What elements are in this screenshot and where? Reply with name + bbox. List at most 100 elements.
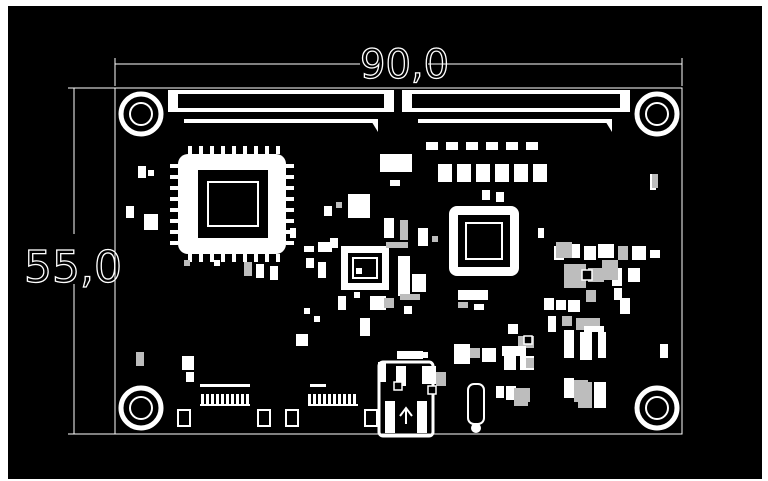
qfn-package-large — [170, 146, 294, 262]
pad — [446, 142, 458, 150]
pcb-canvas: 90,0 55,0 — [8, 6, 762, 479]
qfn-pin — [199, 146, 203, 154]
smd-pad — [564, 378, 574, 398]
pad — [514, 164, 528, 182]
smd-pad — [508, 324, 518, 334]
qfn-pin — [210, 254, 214, 262]
smd-pad — [586, 290, 596, 302]
mounting-hole-top-left — [118, 91, 164, 137]
connector-pin — [201, 394, 204, 404]
smd-pad — [296, 334, 308, 346]
qfn-pin — [170, 197, 178, 201]
smd-pad — [338, 296, 346, 310]
smd-pad — [562, 316, 572, 326]
smd-pad — [378, 362, 386, 382]
connector-pin — [236, 394, 239, 404]
qfn-pin — [199, 254, 203, 262]
qfn-package-center — [341, 246, 389, 290]
smd-pad — [386, 242, 408, 248]
smd-pad — [348, 194, 362, 218]
smd-pad — [410, 352, 428, 358]
qfn-pin — [276, 254, 280, 262]
smd-components — [126, 154, 668, 408]
smd-pad — [482, 348, 496, 362]
qfn-package-right — [449, 206, 519, 276]
smd-pad — [136, 352, 144, 366]
connector-pin — [343, 394, 346, 404]
qfn-pin — [286, 241, 294, 245]
connector-bar — [200, 404, 250, 406]
smd-pad-highlight — [556, 242, 572, 258]
smd-pad — [580, 332, 592, 360]
smd-pad — [396, 366, 406, 386]
smd-pad — [594, 382, 606, 408]
button-component — [467, 383, 485, 433]
smd-pad — [412, 274, 426, 292]
smd-pad — [650, 250, 660, 258]
qfn-pin — [210, 146, 214, 154]
connector-pin — [231, 394, 234, 404]
pad — [466, 142, 478, 150]
qfn-pin — [232, 146, 236, 154]
smd-pad — [628, 268, 640, 282]
smd-pad — [244, 262, 252, 276]
pad — [533, 164, 547, 182]
bottom-test-pads — [177, 409, 378, 427]
connector-pin — [241, 394, 244, 404]
qfn-pin — [254, 254, 258, 262]
connector-pin — [216, 394, 219, 404]
qfn-pin — [286, 186, 294, 190]
smd-pad — [458, 290, 488, 300]
smd-pad — [126, 206, 134, 218]
connector-pin — [338, 394, 341, 404]
smd-pad — [584, 326, 604, 332]
smd-pad — [564, 330, 574, 358]
smd-pad-highlight — [574, 380, 588, 402]
qfn-pin — [286, 219, 294, 223]
smd-pad — [556, 300, 566, 310]
smd-pad — [380, 154, 412, 172]
connector-pin — [308, 394, 311, 404]
connector-bar — [310, 384, 326, 387]
via-pad — [581, 269, 593, 281]
smd-pad — [304, 308, 310, 314]
dimension-lines — [68, 58, 683, 435]
qfn-pin — [232, 254, 236, 262]
pad — [495, 164, 509, 182]
pad — [506, 142, 518, 150]
qfn-pin — [170, 230, 178, 234]
connector-pin — [323, 394, 326, 404]
smd-pad — [618, 246, 628, 260]
qfn-pin — [188, 254, 192, 262]
pad — [438, 164, 452, 182]
smd-pad — [620, 298, 630, 314]
height-dimension-label: 55,0 — [24, 242, 122, 293]
bottom-connector-left — [200, 384, 250, 406]
smd-pad — [632, 246, 646, 260]
smd-pad — [454, 344, 470, 364]
connector-bar — [200, 384, 250, 387]
smd-pad — [314, 316, 320, 322]
smd-pad — [660, 344, 668, 358]
qfn-pin — [188, 146, 192, 154]
qfn-pin — [243, 254, 247, 262]
bottom-connector-mid — [308, 384, 358, 406]
smd-pad — [482, 190, 490, 200]
smd-pad — [182, 356, 194, 370]
smd-pad — [390, 180, 400, 186]
smd-pad — [400, 220, 408, 240]
qfn-pin — [170, 175, 178, 179]
qfn-pin — [254, 146, 258, 154]
smd-pad — [502, 346, 526, 356]
connector-pin — [206, 394, 209, 404]
pad-row-lower — [438, 164, 547, 182]
smd-pad — [458, 302, 468, 308]
smd-pad — [318, 262, 326, 278]
connector-pin — [221, 394, 224, 404]
smd-pad — [400, 294, 420, 300]
pad — [486, 142, 498, 150]
smd-pad-highlight — [602, 260, 618, 280]
smd-pad — [432, 236, 438, 242]
smd-pad — [138, 166, 146, 178]
